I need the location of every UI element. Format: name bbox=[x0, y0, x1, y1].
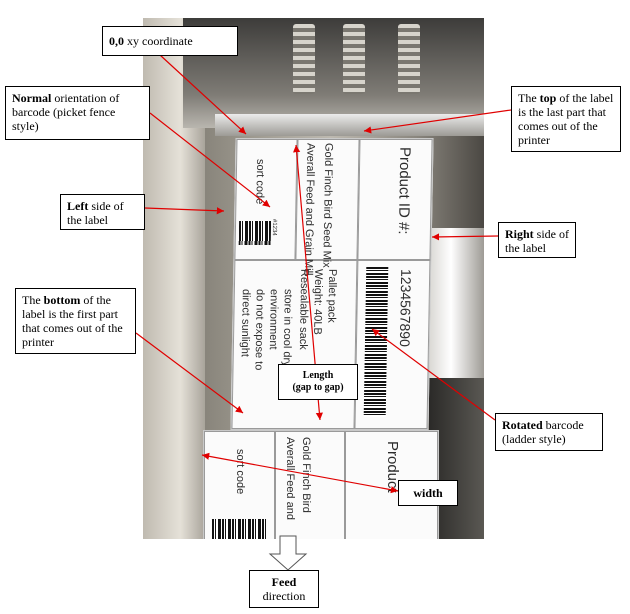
callout-length: Length(gap to gap) bbox=[278, 364, 358, 400]
callout-origin: 0,0 xy coordinate bbox=[102, 26, 238, 56]
right-arrow bbox=[431, 233, 499, 241]
left-arrow bbox=[144, 207, 225, 215]
label-roll-roller bbox=[429, 228, 484, 378]
printer-photo: sort code #1234 Gold Finch Bird Seed Mix… bbox=[143, 18, 484, 539]
callout-top: The top of the label is the last part th… bbox=[511, 86, 621, 152]
callout-feed-bold: Feed bbox=[271, 575, 297, 589]
callout-top-pre: The bbox=[518, 91, 540, 105]
callout-length-text: (gap to gap) bbox=[292, 382, 344, 393]
callout-bottom: The bottom of the label is the first par… bbox=[15, 288, 136, 354]
callout-top-bold: top bbox=[539, 91, 557, 105]
callout-width-bold: width bbox=[413, 486, 443, 500]
normal-barcode-arrow bbox=[149, 112, 271, 208]
feed-direction-arrow bbox=[268, 535, 308, 571]
printer-post bbox=[343, 24, 365, 94]
callout-bottom-text: of the label is the first part that come… bbox=[22, 293, 123, 349]
callout-rotated-bold: Rotated bbox=[502, 418, 543, 432]
printer-post bbox=[398, 24, 420, 94]
callout-bottom-bold: bottom bbox=[43, 293, 81, 307]
bottom-arrow bbox=[135, 332, 244, 414]
callout-left: Left side of the label bbox=[60, 194, 145, 230]
callout-origin-bold: 0,0 bbox=[109, 34, 124, 48]
origin-arrow bbox=[159, 54, 247, 135]
callout-left-text: side of the label bbox=[67, 199, 124, 227]
callout-feed-text: direction bbox=[262, 589, 306, 603]
callout-rotated-text: barcode (ladder style) bbox=[502, 418, 584, 446]
callout-normal-text: orientation of barcode (picket fence sty… bbox=[12, 91, 120, 133]
printhead-bar bbox=[215, 114, 484, 136]
width-arrow bbox=[201, 452, 399, 494]
callout-bottom-pre: The bbox=[22, 293, 44, 307]
callout-right-text: side of the label bbox=[505, 227, 569, 255]
callout-right: Right side of the label bbox=[498, 222, 576, 258]
normal-barcode-lower bbox=[212, 519, 266, 539]
callout-left-bold: Left bbox=[67, 199, 89, 213]
callout-rotated: Rotated barcode (ladder style) bbox=[495, 413, 603, 451]
callout-top-text: of the label is the last part that comes… bbox=[518, 91, 614, 147]
callout-right-bold: Right bbox=[505, 227, 534, 241]
callout-width: width bbox=[398, 480, 458, 506]
top-arrow bbox=[363, 109, 512, 134]
callout-length-bold: Length bbox=[302, 370, 334, 381]
callout-normal-bold: Normal bbox=[12, 91, 52, 105]
printer-post bbox=[293, 24, 315, 94]
callout-normal: Normal orientation of barcode (picket fe… bbox=[5, 86, 150, 140]
rotated-arrow bbox=[371, 328, 496, 421]
callout-origin-text: xy coordinate bbox=[124, 34, 193, 48]
